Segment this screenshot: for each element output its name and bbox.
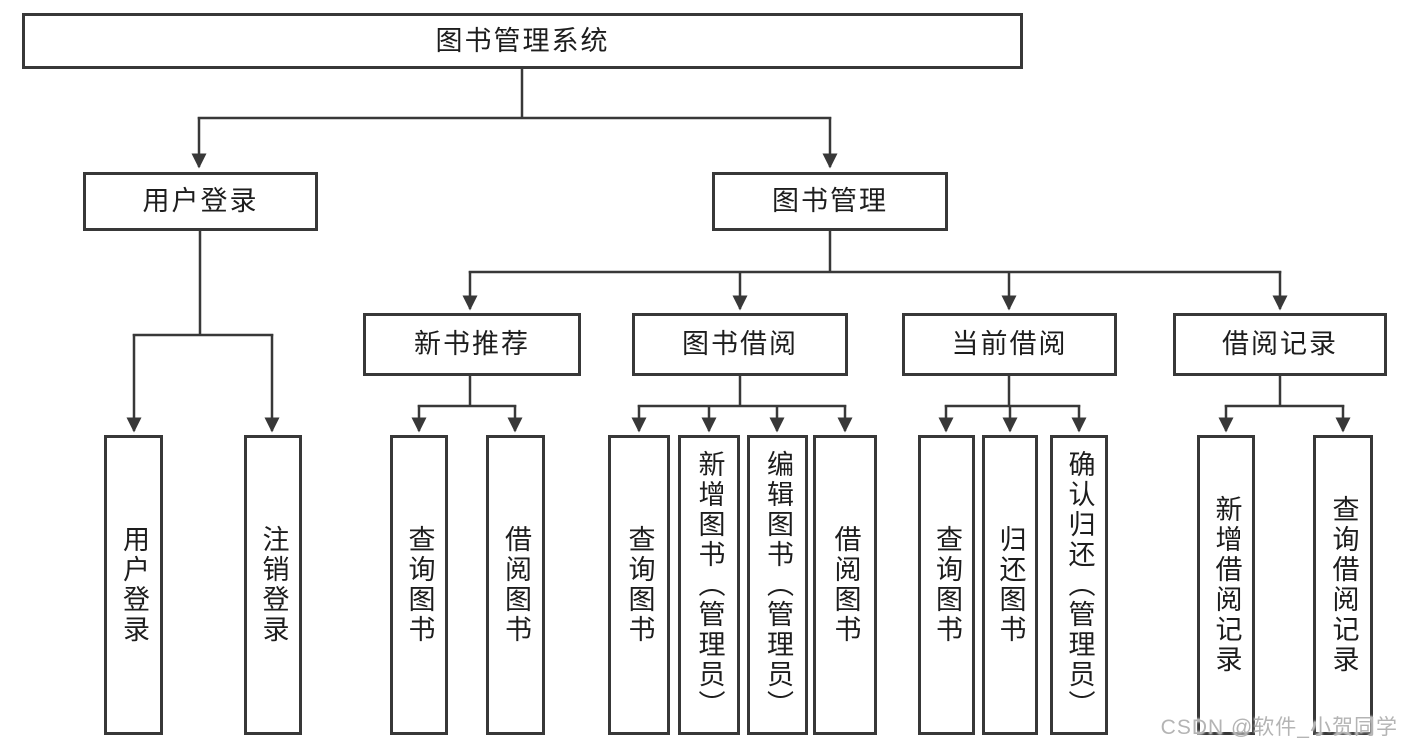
leaf-return-books: 归还图书 bbox=[982, 435, 1038, 735]
leaf-logout: 注销登录 bbox=[244, 435, 302, 735]
node-library-management-system: 图书管理系统 bbox=[22, 13, 1023, 69]
leaf-query-books-borrowing-label: 查询图书 bbox=[624, 525, 655, 645]
leaf-add-book-admin: 新增图书（管理员） bbox=[678, 435, 740, 735]
node-borrowing-records-label: 借阅记录 bbox=[1222, 329, 1338, 359]
leaf-add-borrow-record-label: 新增借阅记录 bbox=[1211, 495, 1242, 675]
leaf-add-book-admin-label: 新增图书（管理员） bbox=[694, 450, 725, 720]
node-user-login-label: 用户登录 bbox=[142, 186, 259, 216]
leaf-query-books-borrowing: 查询图书 bbox=[608, 435, 670, 735]
leaf-query-borrow-record-label: 查询借阅记录 bbox=[1328, 495, 1359, 675]
node-user-login: 用户登录 bbox=[83, 172, 318, 231]
leaf-logout-label: 注销登录 bbox=[258, 525, 289, 645]
node-book-management: 图书管理 bbox=[712, 172, 948, 231]
leaf-confirm-return-admin-label: 确认归还（管理员） bbox=[1064, 450, 1095, 720]
leaf-borrow-books-recommend-label: 借阅图书 bbox=[501, 525, 531, 645]
node-new-book-recommend-label: 新书推荐 bbox=[414, 329, 530, 359]
leaf-return-books-label: 归还图书 bbox=[995, 525, 1026, 645]
node-book-borrowing: 图书借阅 bbox=[632, 313, 848, 376]
node-borrowing-records: 借阅记录 bbox=[1173, 313, 1387, 376]
leaf-query-books-current: 查询图书 bbox=[918, 435, 975, 735]
leaf-edit-book-admin-label: 编辑图书（管理员） bbox=[763, 450, 793, 720]
leaf-add-borrow-record: 新增借阅记录 bbox=[1197, 435, 1255, 735]
leaf-query-books-current-label: 查询图书 bbox=[932, 525, 962, 645]
leaf-borrow-books-borrowing-label: 借阅图书 bbox=[830, 525, 861, 645]
leaf-borrow-books-borrowing: 借阅图书 bbox=[813, 435, 877, 735]
leaf-query-borrow-record: 查询借阅记录 bbox=[1313, 435, 1373, 735]
csdn-watermark: CSDN @软件_小贺同学 bbox=[1160, 716, 1398, 739]
leaf-query-books-recommend-label: 查询图书 bbox=[404, 525, 435, 645]
leaf-borrow-books-recommend: 借阅图书 bbox=[486, 435, 545, 735]
node-book-borrowing-label: 图书借阅 bbox=[682, 329, 798, 359]
leaf-user-login-label: 用户登录 bbox=[119, 525, 149, 645]
node-current-borrowing-label: 当前借阅 bbox=[951, 329, 1068, 359]
node-library-management-system-label: 图书管理系统 bbox=[435, 25, 610, 56]
leaf-user-login: 用户登录 bbox=[104, 435, 163, 735]
leaf-query-books-recommend: 查询图书 bbox=[390, 435, 448, 735]
leaf-confirm-return-admin: 确认归还（管理员） bbox=[1050, 435, 1108, 735]
leaf-edit-book-admin: 编辑图书（管理员） bbox=[747, 435, 808, 735]
node-current-borrowing: 当前借阅 bbox=[902, 313, 1117, 376]
node-book-management-label: 图书管理 bbox=[772, 186, 888, 216]
node-new-book-recommend: 新书推荐 bbox=[363, 313, 581, 376]
